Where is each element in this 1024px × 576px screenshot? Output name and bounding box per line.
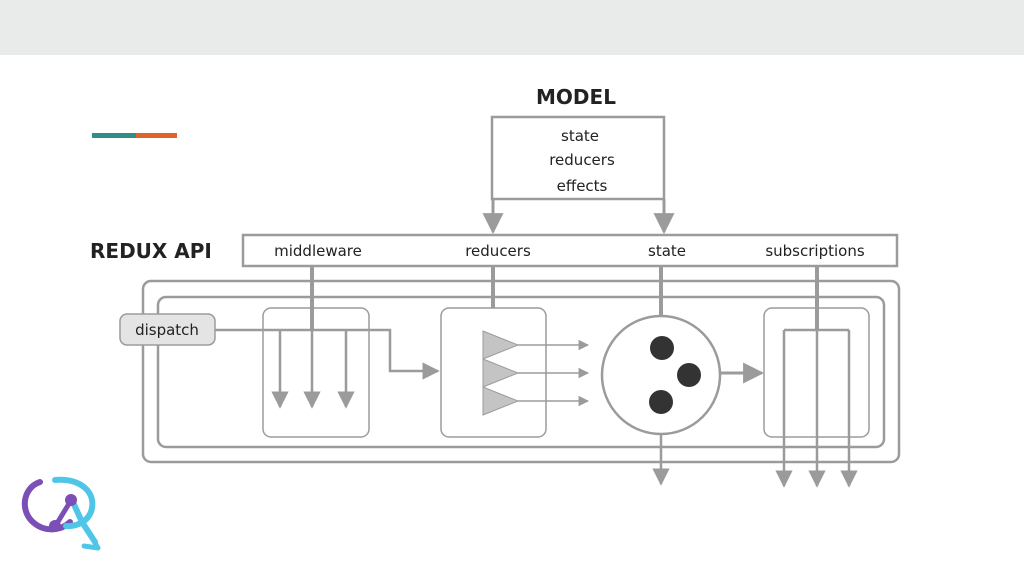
state-dot-1 [650, 336, 674, 360]
redux-saga-logo-icon [22, 476, 101, 551]
middleware-to-reducers-arrow [346, 328, 440, 380]
accent-line-orange [136, 133, 177, 138]
middleware-box [262, 307, 370, 438]
state-dot-3 [649, 390, 673, 414]
api-item-state: state [648, 242, 686, 260]
api-item-subscriptions: subscriptions [765, 242, 864, 260]
redux-api-label: REDUX API [90, 239, 212, 263]
state-circle [600, 314, 722, 436]
top-bar [0, 0, 1024, 55]
redux-api-bar [241, 233, 899, 268]
api-item-middleware: middleware [274, 242, 362, 260]
model-item-reducers: reducers [549, 151, 615, 169]
accent-line-teal [92, 133, 136, 138]
accent-line [92, 133, 177, 138]
reducer-triangle-3 [482, 386, 520, 416]
model-box [490, 115, 666, 201]
model-item-state: state [561, 127, 599, 145]
store-outer-box [141, 279, 901, 464]
model-title: MODEL [536, 85, 616, 109]
api-item-reducers: reducers [465, 242, 531, 260]
reducer-triangle-2 [482, 358, 520, 388]
state-dot-2 [677, 363, 701, 387]
dispatch-label: dispatch [135, 321, 199, 339]
reducer-triangle-1 [482, 330, 520, 360]
model-item-effects: effects [557, 177, 608, 195]
store-inner-box [156, 295, 886, 449]
